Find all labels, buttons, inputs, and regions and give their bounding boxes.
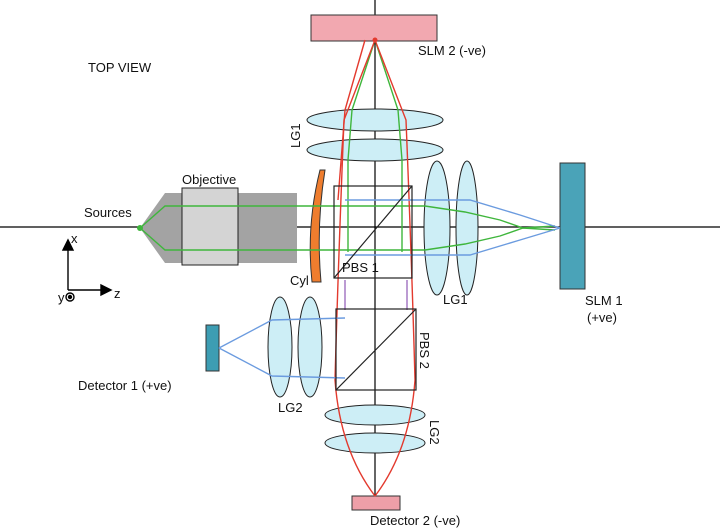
x-axis-label: x: [71, 231, 78, 246]
coordinate-axes: [61, 238, 113, 302]
lg1-top-lens-1: [306, 108, 444, 132]
pbs2-diagonal: [335, 308, 417, 391]
detector2: [351, 495, 401, 511]
lg1-top-label: LG1: [288, 123, 303, 148]
pbs1: [333, 185, 413, 279]
purple-beam: [344, 280, 408, 310]
sources-label: Sources: [84, 205, 132, 220]
lg2-bottom-label: LG2: [427, 420, 442, 445]
lg2-bottom-lens-group: [324, 404, 426, 454]
z-axis-label: z: [114, 286, 121, 301]
slm1-label-line2: (+ve): [587, 310, 617, 325]
lg1-right-lens-group: [423, 160, 479, 296]
pbs2-label: PBS 2: [417, 332, 432, 369]
pbs1-diagonal: [333, 185, 413, 279]
lg1-right-label: LG1: [443, 292, 468, 307]
slm1-label-line1: SLM 1: [585, 293, 623, 308]
objective-inner-block: [181, 187, 239, 266]
lg1-right-lens-2: [455, 160, 479, 296]
x-axis-arrowhead: [61, 238, 75, 251]
cylindrical-lens: [309, 169, 326, 283]
lg1-right-lens-1: [423, 160, 451, 296]
slm2-label: SLM 2 (-ve): [418, 43, 486, 58]
lg2-left-lens-2: [297, 296, 323, 398]
objective-label: Objective: [182, 172, 236, 187]
y-axis-dot: [67, 294, 73, 300]
detector1: [205, 324, 220, 372]
lg2-left-lens-group: [267, 296, 323, 398]
cyl-label: Cyl: [290, 273, 309, 288]
lg2-bottom-lens-2: [324, 432, 426, 454]
slm2: [310, 14, 438, 42]
lg2-left-label: LG2: [278, 400, 303, 415]
source-point: [137, 225, 143, 231]
pbs2: [335, 308, 417, 391]
green-beam: [139, 39, 556, 252]
pbs2-cube: [335, 308, 417, 391]
z-axis-arrowhead: [100, 283, 113, 297]
lg2-bottom-lens-1: [324, 404, 426, 426]
pbs1-label: PBS 1: [342, 260, 379, 275]
slm1: [559, 162, 586, 290]
detector1-label: Detector 1 (+ve): [78, 378, 172, 393]
detector2-label: Detector 2 (-ve): [370, 513, 460, 528]
pbs1-cube: [333, 185, 413, 279]
blue-beam: [218, 199, 561, 379]
top-view-label: TOP VIEW: [88, 60, 152, 75]
slm2-focal-point: [372, 37, 378, 43]
lg1-top-lens-2: [306, 138, 444, 162]
lg2-left-lens-1: [267, 296, 293, 398]
objective: [140, 187, 297, 266]
y-axis-label: y: [58, 290, 65, 305]
